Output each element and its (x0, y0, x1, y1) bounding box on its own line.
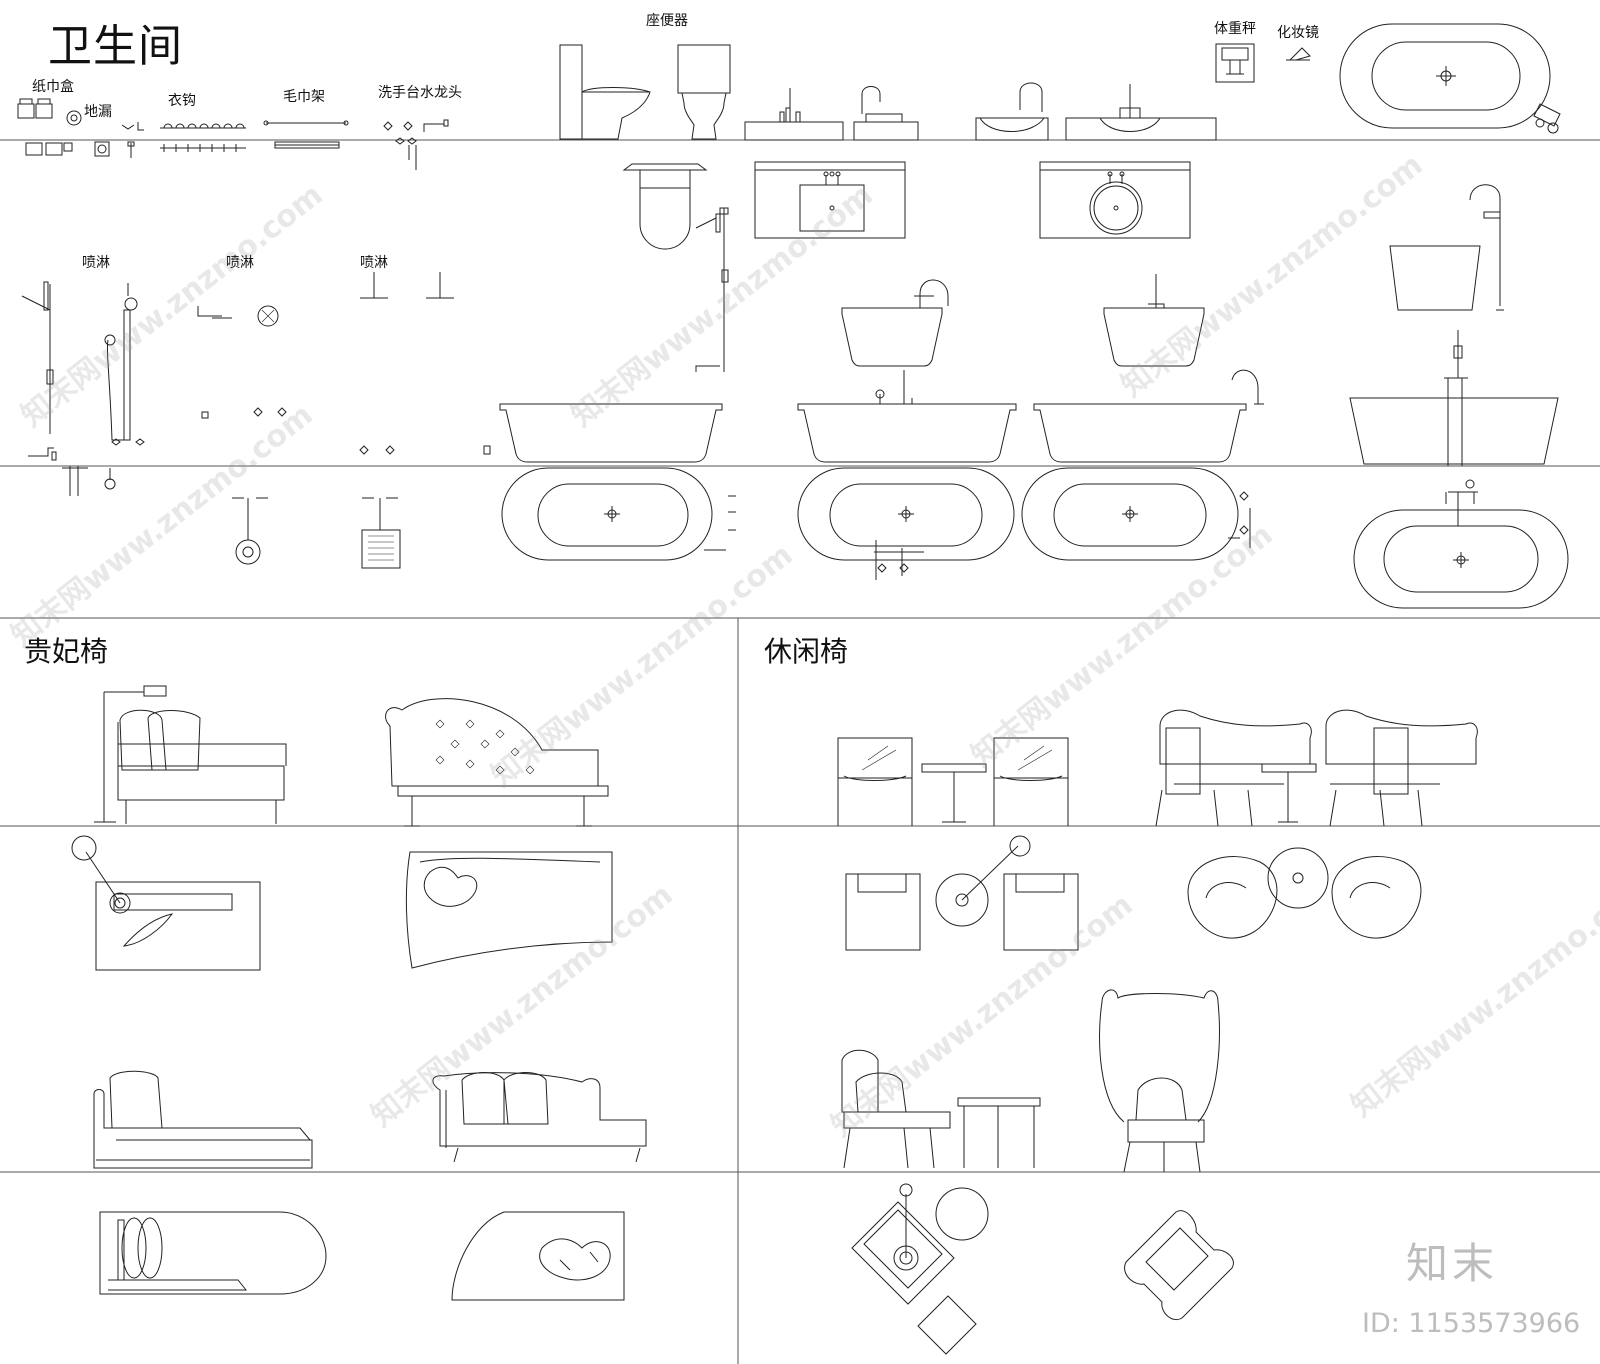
label-shower-3: 喷淋 (360, 255, 388, 271)
chaise-elevation-classic (386, 699, 608, 826)
lounge-chair-plan (852, 1184, 988, 1354)
section-title-chaise: 贵妃椅 (24, 635, 109, 668)
tub-chair-plan-pair (1188, 848, 1421, 938)
chaise-plan-classic-2 (452, 1212, 624, 1300)
chaise-elevation-modern (94, 686, 286, 824)
shower-ceiling-posts (360, 272, 490, 454)
chaise-elevation-classic-2 (433, 1073, 646, 1163)
watermark-logo: 知末 (1406, 1239, 1499, 1288)
floor-drain (67, 111, 109, 156)
toilet-front-elevation (678, 45, 730, 139)
shower-plans-row (62, 466, 400, 568)
label-mirror: 化妆镜 (1277, 25, 1319, 41)
vanity-plan-1 (755, 162, 905, 238)
label-towel-rack: 毛巾架 (283, 89, 325, 105)
vanity-plan-2 (1040, 162, 1190, 238)
label-coat-hook: 衣钩 (168, 93, 196, 109)
label-floor-drain: 地漏 (84, 104, 112, 120)
freestanding-tub-front-right (1350, 330, 1558, 466)
bathtub-elevation-2 (798, 370, 1016, 462)
basin-faucet-set (384, 120, 448, 170)
coat-hook-rack (160, 124, 246, 152)
shower-column-tall (696, 208, 728, 372)
chaise-plan-modern-2 (100, 1212, 326, 1294)
bathtub-elevation-1 (500, 404, 722, 462)
bathtub-elevation-3 (1034, 370, 1264, 462)
label-scale: 体重秤 (1214, 21, 1256, 37)
bathroom-scale (1216, 44, 1254, 82)
shower-slide-bar (105, 283, 144, 445)
vanity-elevation-4 (1066, 84, 1216, 140)
section-title-bathroom: 卫生间 (48, 21, 183, 72)
bathtub-plan-1 (502, 468, 736, 560)
bathtub-small-elevation-1 (842, 280, 948, 366)
bathtub-plan-4 (1354, 480, 1568, 608)
bathtub-plan-3 (1022, 468, 1250, 560)
label-basin-faucet: 洗手台水龙头 (378, 85, 462, 101)
toilet-plan (624, 164, 706, 249)
toilet-side-elevation (560, 45, 650, 139)
chaise-elevation-modern-2 (94, 1071, 312, 1168)
label-shower-2: 喷淋 (226, 255, 254, 271)
shower-overhead-arm (198, 306, 286, 418)
section-title-leisure: 休闲椅 (764, 635, 849, 668)
vanity-elevation-2 (854, 87, 918, 141)
wingback-chair-plan (1125, 1211, 1234, 1320)
towel-rack (264, 121, 348, 148)
armchair-plan-pair (846, 836, 1078, 950)
section-dividers (0, 140, 1600, 1364)
tub-chair-elevation-pair (1156, 710, 1477, 826)
shower-handheld-1 (22, 282, 56, 460)
lounge-chair-elevation (842, 1050, 1040, 1168)
bathtub-plan-2 (798, 468, 1014, 580)
makeup-mirror (1286, 48, 1310, 60)
coat-hook-small (122, 122, 144, 158)
vanity-elevation-3 (976, 83, 1048, 140)
watermark-id: ID: 1153573966 (1362, 1308, 1581, 1339)
label-shower-1: 喷淋 (82, 255, 110, 271)
armchair-elevation-pair (838, 738, 1068, 826)
wingback-chair-elevation (1100, 990, 1220, 1172)
vanity-elevation-1 (745, 88, 843, 140)
tissue-box-plan (26, 143, 72, 155)
chaise-plan-classic (406, 852, 612, 968)
bathtub-small-elevation-2 (1104, 274, 1204, 366)
tissue-box-elevation (18, 99, 52, 118)
label-toilet: 座便器 (646, 13, 688, 29)
freestanding-tub-side-right (1390, 185, 1504, 310)
label-tissue-box: 纸巾盒 (32, 79, 74, 95)
oval-tub-plan-top (1340, 24, 1560, 133)
chaise-plan-modern (72, 836, 260, 970)
